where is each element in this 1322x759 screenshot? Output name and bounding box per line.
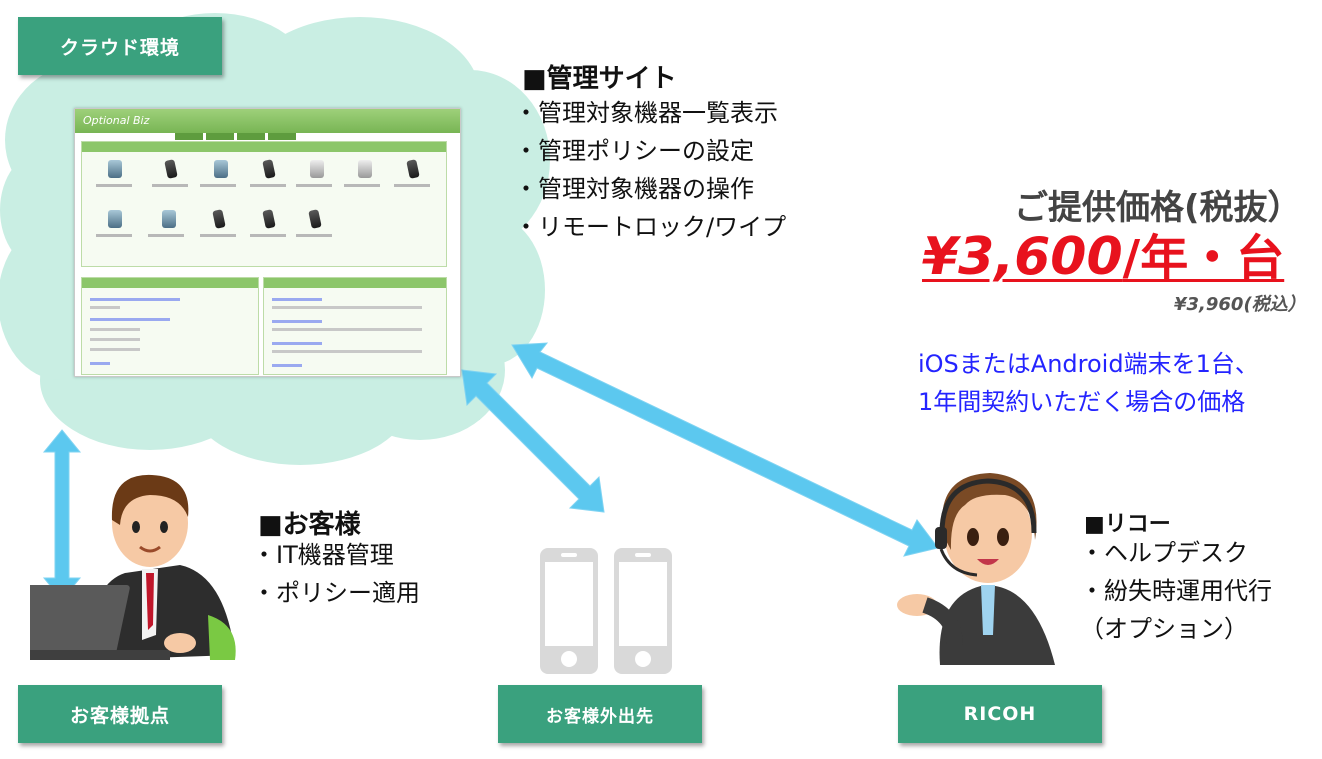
- price-note-line: 1年間契約いただく場合の価格: [918, 388, 1246, 416]
- customer-list: ・IT機器管理 ・ポリシー適用: [252, 536, 420, 612]
- label-customer-site: お客様拠点: [18, 685, 222, 743]
- customer-item: ・IT機器管理: [252, 541, 394, 569]
- screenshot-tabs: [175, 125, 299, 144]
- smartphone-icon: [614, 548, 672, 674]
- arrow-cloud-ricoh: [511, 342, 939, 557]
- ricoh-heading: ■リコー: [1084, 512, 1171, 537]
- admin-site-screenshot: Optional Biz: [74, 108, 461, 377]
- admin-site-item: ・管理ポリシーの設定: [514, 137, 754, 165]
- screenshot-device-panel: [81, 141, 447, 267]
- admin-site-item: ・管理対象機器一覧表示: [514, 99, 778, 127]
- ricoh-item: （オプション）: [1080, 615, 1248, 643]
- ricoh-list: ・ヘルプデスク ・紛失時運用代行 （オプション）: [1080, 534, 1272, 648]
- customer-heading: ■お客様: [258, 510, 361, 540]
- price-note-line: iOSまたはAndroid端末を1台、: [918, 350, 1259, 378]
- admin-site-item: ・リモートロック/ワイプ: [514, 213, 787, 241]
- screenshot-info-panel-left: [81, 277, 259, 375]
- price-amount: ¥3,600: [922, 227, 1123, 287]
- ricoh-item: ・紛失時運用代行: [1080, 577, 1272, 605]
- admin-site-list: ・管理対象機器一覧表示 ・管理ポリシーの設定 ・管理対象機器の操作 ・リモートロ…: [514, 94, 786, 246]
- price-note: iOSまたはAndroid端末を1台、 1年間契約いただく場合の価格: [918, 345, 1259, 421]
- admin-site-heading: ■管理サイト: [522, 64, 677, 94]
- businessman-at-laptop-illustration: [30, 474, 236, 660]
- screenshot-info-panel-right: [263, 277, 447, 375]
- smartphone-icon: [540, 548, 598, 674]
- price-unit: /年・台: [1122, 230, 1285, 286]
- price-title: ご提供価格(税抜）: [1014, 188, 1302, 228]
- label-customer-outside: お客様外出先: [498, 685, 702, 743]
- arrow-cloud-mobile: [461, 369, 605, 513]
- label-ricoh: RICOH: [898, 685, 1102, 743]
- screenshot-titlebar: Optional Biz: [75, 109, 460, 133]
- price-tax-included: ¥3,960(税込）: [1174, 294, 1306, 315]
- customer-item: ・ポリシー適用: [252, 579, 420, 607]
- label-cloud: クラウド環境: [18, 17, 222, 75]
- admin-site-item: ・管理対象機器の操作: [514, 175, 754, 203]
- ricoh-item: ・ヘルプデスク: [1080, 539, 1248, 567]
- price-main: ¥3,600/年・台: [922, 218, 1284, 288]
- support-operator-illustration: [897, 473, 1055, 665]
